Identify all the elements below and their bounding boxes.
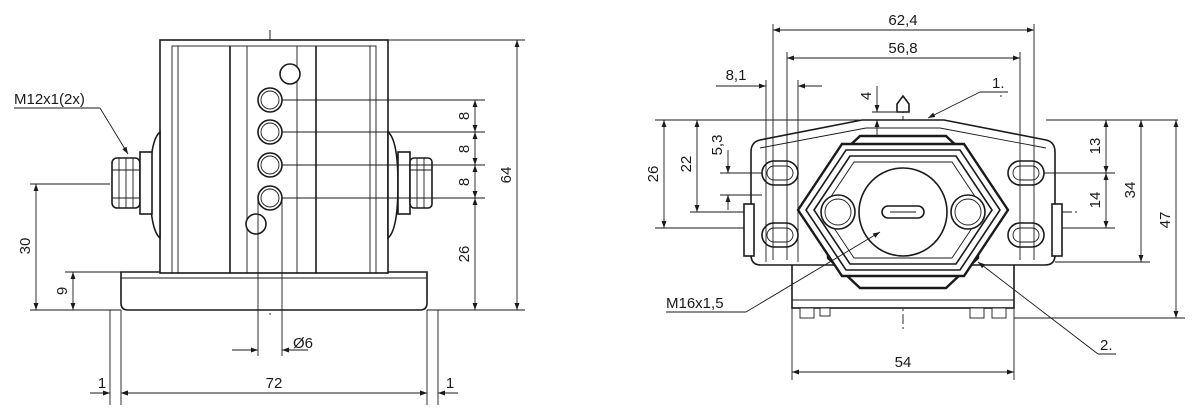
dim-13: 13 bbox=[1087, 138, 1104, 155]
left-connector-body bbox=[139, 151, 153, 215]
callout-1: 1. bbox=[992, 75, 1005, 92]
left-view: 8 8 8 26 64 30 9 M12x1(2x) Ø6 72 1 bbox=[14, 30, 525, 405]
dim-5-3: 5,3 bbox=[709, 135, 726, 156]
dim-8-1: 8,1 bbox=[726, 67, 747, 84]
small-hole-bottom bbox=[245, 213, 267, 235]
hole-3 bbox=[257, 152, 283, 178]
dim-8-c: 8 bbox=[456, 178, 473, 186]
dim-30: 30 bbox=[17, 238, 34, 255]
small-hole-top bbox=[279, 63, 301, 85]
right-connector-nut bbox=[409, 157, 433, 209]
right-nub bbox=[1051, 203, 1063, 257]
dim-8-a: 8 bbox=[456, 112, 473, 120]
dim-72: 72 bbox=[266, 375, 283, 392]
dim-1-left: 1 bbox=[98, 375, 106, 392]
dim-56-8: 56,8 bbox=[888, 40, 917, 57]
right-bulge bbox=[387, 130, 399, 240]
dim-26-left: 26 bbox=[456, 246, 473, 263]
base-plate bbox=[120, 271, 428, 311]
seal-inner bbox=[813, 155, 993, 265]
right-view: 62,4 56,8 8,1 4 1. 26 22 5,3 bbox=[645, 12, 1185, 380]
right-connector-body bbox=[397, 151, 411, 215]
thread-label-m16: M16x1,5 bbox=[666, 295, 724, 312]
dim-8-b: 8 bbox=[456, 145, 473, 153]
hole-4 bbox=[257, 185, 283, 211]
left-bore bbox=[820, 194, 856, 230]
hole-1 bbox=[257, 87, 283, 113]
dim-4: 4 bbox=[858, 92, 875, 100]
dim-14: 14 bbox=[1087, 192, 1104, 209]
dim-26-right: 26 bbox=[645, 166, 662, 183]
dim-dia6: Ø6 bbox=[293, 335, 313, 352]
dim-34: 34 bbox=[1122, 182, 1139, 199]
dim-1-right: 1 bbox=[446, 375, 454, 392]
dim-22: 22 bbox=[678, 156, 695, 173]
thread-label-m12: M12x1(2x) bbox=[14, 91, 85, 108]
dim-64: 64 bbox=[498, 167, 515, 184]
dim-62-4: 62,4 bbox=[888, 12, 917, 29]
left-nub bbox=[743, 203, 755, 257]
vent-plug bbox=[896, 94, 910, 113]
callout-2: 2. bbox=[1100, 337, 1113, 354]
housing-inner-outline bbox=[171, 45, 377, 274]
hole-2 bbox=[257, 119, 283, 145]
right-bore bbox=[950, 194, 986, 230]
dim-47: 47 bbox=[1157, 212, 1174, 229]
dim-9: 9 bbox=[54, 287, 71, 295]
seal-middle bbox=[805, 149, 1001, 271]
dim-54: 54 bbox=[895, 354, 912, 371]
